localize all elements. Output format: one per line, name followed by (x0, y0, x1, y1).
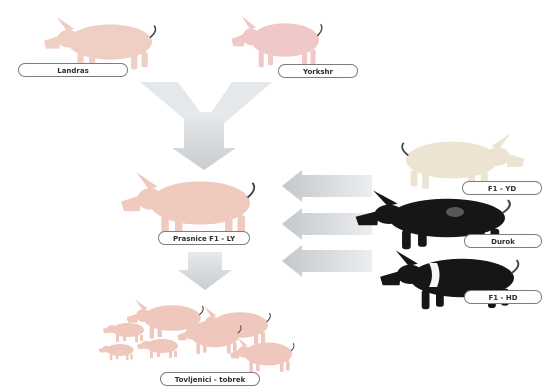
yorkshr-pig-icon (231, 16, 321, 67)
boar-hd-label: F1 - HD (464, 290, 542, 304)
offspring-label: Tovljenici - tobrek (160, 372, 260, 386)
offspring-pigs-icon (99, 300, 294, 373)
merge-arrow-icon (140, 82, 272, 170)
sow-label: Prasnice F1 - LY (158, 231, 250, 245)
boar-arrow-icon (282, 245, 372, 277)
boar-arrow-icon (282, 170, 372, 202)
boar-durok-label: Durok (464, 234, 542, 248)
boar-yd-label: F1 - YD (462, 181, 542, 195)
yorkshr-label: Yorkshr (278, 64, 358, 78)
landras-label: Landras (18, 63, 128, 77)
sow-pig-icon (121, 172, 254, 238)
down-arrow-icon (178, 252, 232, 290)
